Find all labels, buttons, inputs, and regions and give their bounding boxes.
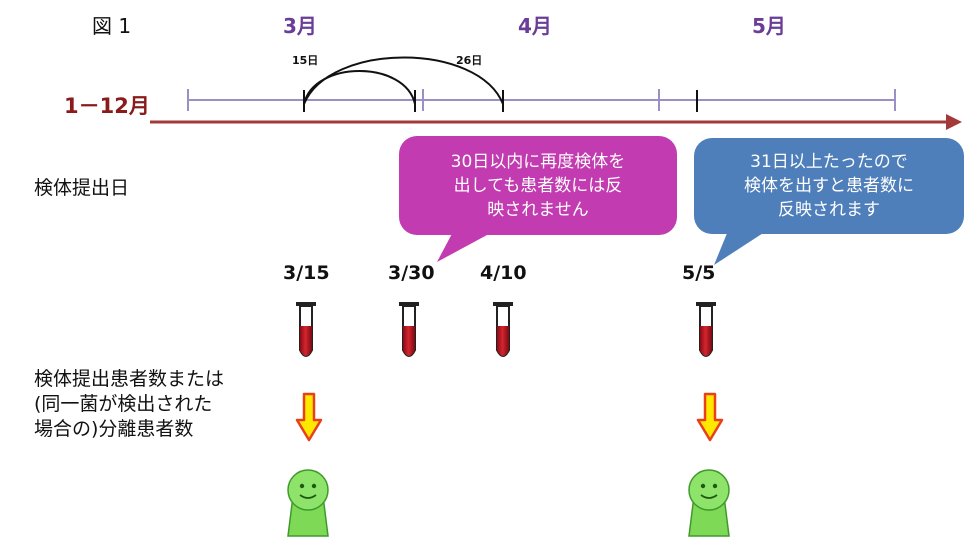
callout-within-30-text: 30日以内に再度検体を 出しても患者数には反 映されません xyxy=(401,150,675,222)
callout-over-31-days xyxy=(694,138,964,265)
callout-within-30-days xyxy=(399,136,677,262)
month-may: 5月 xyxy=(752,14,786,38)
interval-label-26: 26日 xyxy=(456,54,483,67)
patient-count-heading-line: 場合の)分離患者数 xyxy=(34,418,194,440)
timeline-arrow xyxy=(150,114,962,130)
sample-date-label: 5/5 xyxy=(682,262,716,284)
callout-line: 30日以内に再度検体を xyxy=(450,152,626,172)
sample-date-label: 4/10 xyxy=(480,262,527,284)
sample-date-label: 3/15 xyxy=(283,262,330,284)
sample-date-heading: 検体提出日 xyxy=(34,177,130,199)
range-label: 1－12月 xyxy=(64,94,150,118)
patient-count-heading-line: (同一菌が検出された xyxy=(34,393,213,415)
interval-arc-26 xyxy=(303,56,504,105)
down-arrow-icon xyxy=(696,392,724,442)
down-arrow-icon xyxy=(295,392,323,442)
month-april: 4月 xyxy=(518,14,552,38)
callout-line: 映されません xyxy=(487,200,589,220)
figure-label: 図 1 xyxy=(92,14,132,38)
callout-over-31-text: 31日以上たったので 検体を出すと患者数に 反映されます xyxy=(696,150,962,222)
interval-arcs xyxy=(303,56,504,105)
test-tube-icon xyxy=(493,302,513,357)
person-icon xyxy=(688,469,730,537)
test-tube-icon xyxy=(296,302,316,357)
month-axis xyxy=(187,89,896,111)
callout-line: 反映されます xyxy=(778,200,880,220)
callout-line: 検体を出すと患者数に xyxy=(744,176,914,196)
callout-line: 出しても患者数には反 xyxy=(453,176,623,196)
month-march: 3月 xyxy=(283,14,317,38)
patient-count-heading-line: 検体提出患者数または xyxy=(34,368,225,390)
callout-line: 31日以上たったので xyxy=(750,152,908,172)
sample-date-label: 3/30 xyxy=(388,262,435,284)
test-tube-icon xyxy=(696,302,716,357)
interval-label-15: 15日 xyxy=(292,54,319,67)
person-icon xyxy=(287,469,329,537)
test-tube-icon xyxy=(399,302,419,357)
interval-arc-15 xyxy=(303,70,416,105)
patient-count-heading: 検体提出患者数または (同一菌が検出された 場合の)分離患者数 xyxy=(34,367,224,442)
